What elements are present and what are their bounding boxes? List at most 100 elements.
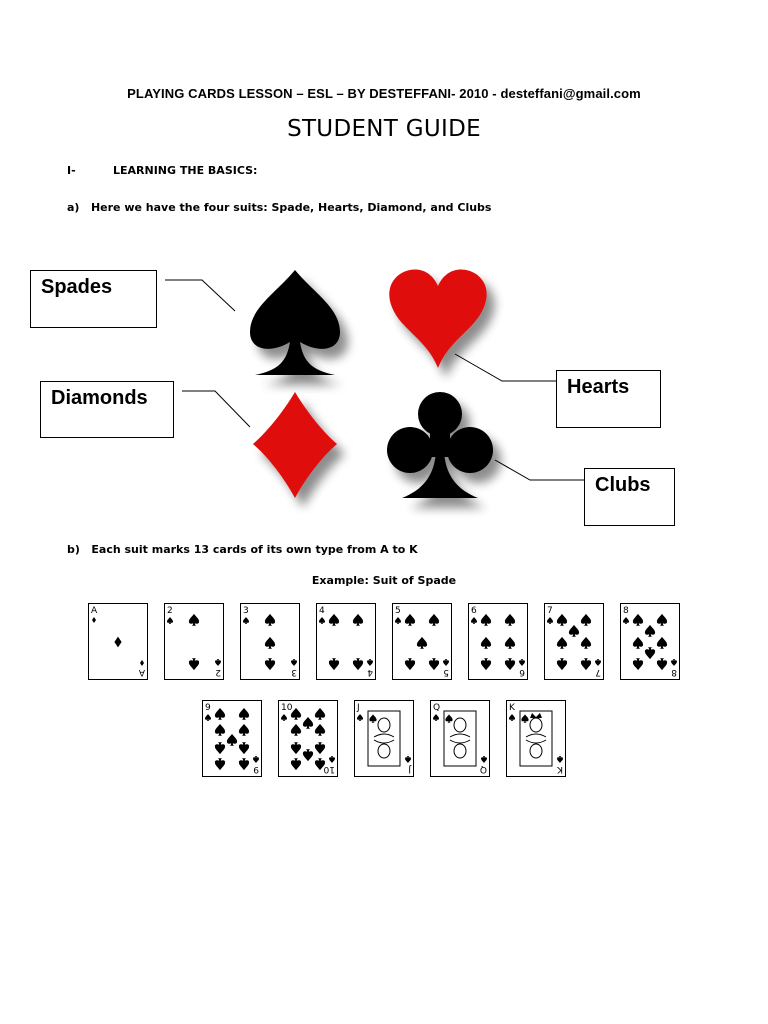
card-pip: [238, 758, 250, 771]
card-rank-bottom: 2: [215, 667, 221, 677]
card-pip: [328, 658, 340, 671]
corner-pip: [481, 756, 487, 763]
card-face: 55: [395, 606, 449, 677]
club-symbol: [387, 392, 493, 498]
card-pip: [556, 613, 568, 626]
card-pip: [428, 658, 440, 671]
example-caption: Example: Suit of Spade: [311, 574, 457, 587]
face-figure: [453, 717, 467, 733]
corner-pip: [471, 617, 477, 624]
corner-pip: [319, 617, 325, 624]
corner-pip: [433, 714, 439, 721]
section-heading: LEARNING THE BASICS:: [113, 164, 258, 177]
card-face: KK: [509, 703, 563, 774]
card-rank-top: A: [91, 606, 98, 616]
card-rank-bottom: K: [556, 764, 563, 774]
corner-pip: [205, 714, 211, 721]
hearts-label: Hearts: [567, 376, 630, 398]
diamonds-label: Diamonds: [51, 387, 148, 409]
card-pip: [568, 624, 580, 637]
page-title: STUDENT GUIDE: [287, 116, 481, 142]
corner-pip: [215, 659, 221, 666]
corner-pip: [509, 714, 515, 721]
card-rank-bottom: A: [138, 667, 145, 677]
card-rank-top: 2: [167, 606, 173, 616]
card-face: 22: [167, 606, 221, 677]
card-rank-top: 3: [243, 606, 249, 616]
card-rank-bottom: 8: [671, 667, 677, 677]
hearts-connector: [454, 353, 556, 382]
face-pip: [521, 714, 529, 723]
suits-illustration: [165, 269, 584, 498]
spades-label-box: Spades: [30, 270, 157, 328]
diamond-symbol: [253, 392, 337, 498]
face-pip: [445, 714, 453, 723]
face-figure: [377, 743, 391, 759]
card-rank-top: 6: [471, 606, 477, 616]
card-pip: [264, 658, 276, 671]
corner-pip: [329, 756, 335, 763]
card-pip: [632, 636, 644, 649]
card-pip: [290, 707, 302, 720]
item-b-text: b) Each suit marks 13 cards of its own t…: [67, 543, 418, 556]
heart-symbol: [389, 269, 487, 368]
card-face: AA: [91, 606, 145, 677]
card-pip: [214, 707, 226, 720]
corner-pip: [253, 756, 259, 763]
card-pip: [644, 647, 656, 660]
face-figure: [449, 739, 471, 744]
card-face: 88: [623, 606, 677, 677]
clubs-label-box: Clubs: [584, 468, 675, 526]
card-pip: [188, 613, 200, 626]
corner-pip: [623, 617, 629, 624]
card-pip: [352, 613, 364, 626]
face-frame: [367, 710, 401, 767]
card-face: 44: [319, 606, 373, 677]
card-pip: [238, 707, 250, 720]
face-figure: [449, 733, 471, 738]
card-face: 77: [547, 606, 601, 677]
corner-pip: [281, 714, 287, 721]
card-rank-bottom: 5: [443, 667, 449, 677]
card-pip: [114, 636, 122, 648]
crown-icon: [530, 713, 542, 718]
card-pip: [314, 723, 326, 736]
spade-symbol: [250, 270, 340, 375]
card-pip: [404, 613, 416, 626]
card-face: JJ: [356, 703, 412, 774]
card-pip: [214, 742, 226, 755]
card-pip: [632, 613, 644, 626]
card-rank-bottom: 4: [367, 667, 373, 677]
face-pip: [369, 714, 377, 723]
spades-label: Spades: [41, 276, 113, 298]
card-rank-top: K: [509, 703, 516, 713]
card-rank-top: 8: [623, 606, 629, 616]
card-pip: [290, 742, 302, 755]
card-pip: [238, 723, 250, 736]
card-rank-bottom: Q: [480, 764, 487, 774]
clubs-connector: [494, 459, 584, 481]
card-pip: [480, 658, 492, 671]
card-rank-top: 9: [205, 703, 211, 713]
card-face: QQ: [433, 703, 487, 774]
card-pip: [226, 733, 238, 746]
card-pip: [480, 613, 492, 626]
corner-pip: [557, 756, 563, 763]
card-pip: [214, 758, 226, 771]
corner-pip: [357, 714, 363, 721]
corner-pip: [167, 617, 173, 624]
card-pip: [580, 658, 592, 671]
card-pip: [302, 749, 314, 762]
card-pip: [404, 658, 416, 671]
corner-pip: [367, 659, 373, 666]
card-pip: [632, 658, 644, 671]
